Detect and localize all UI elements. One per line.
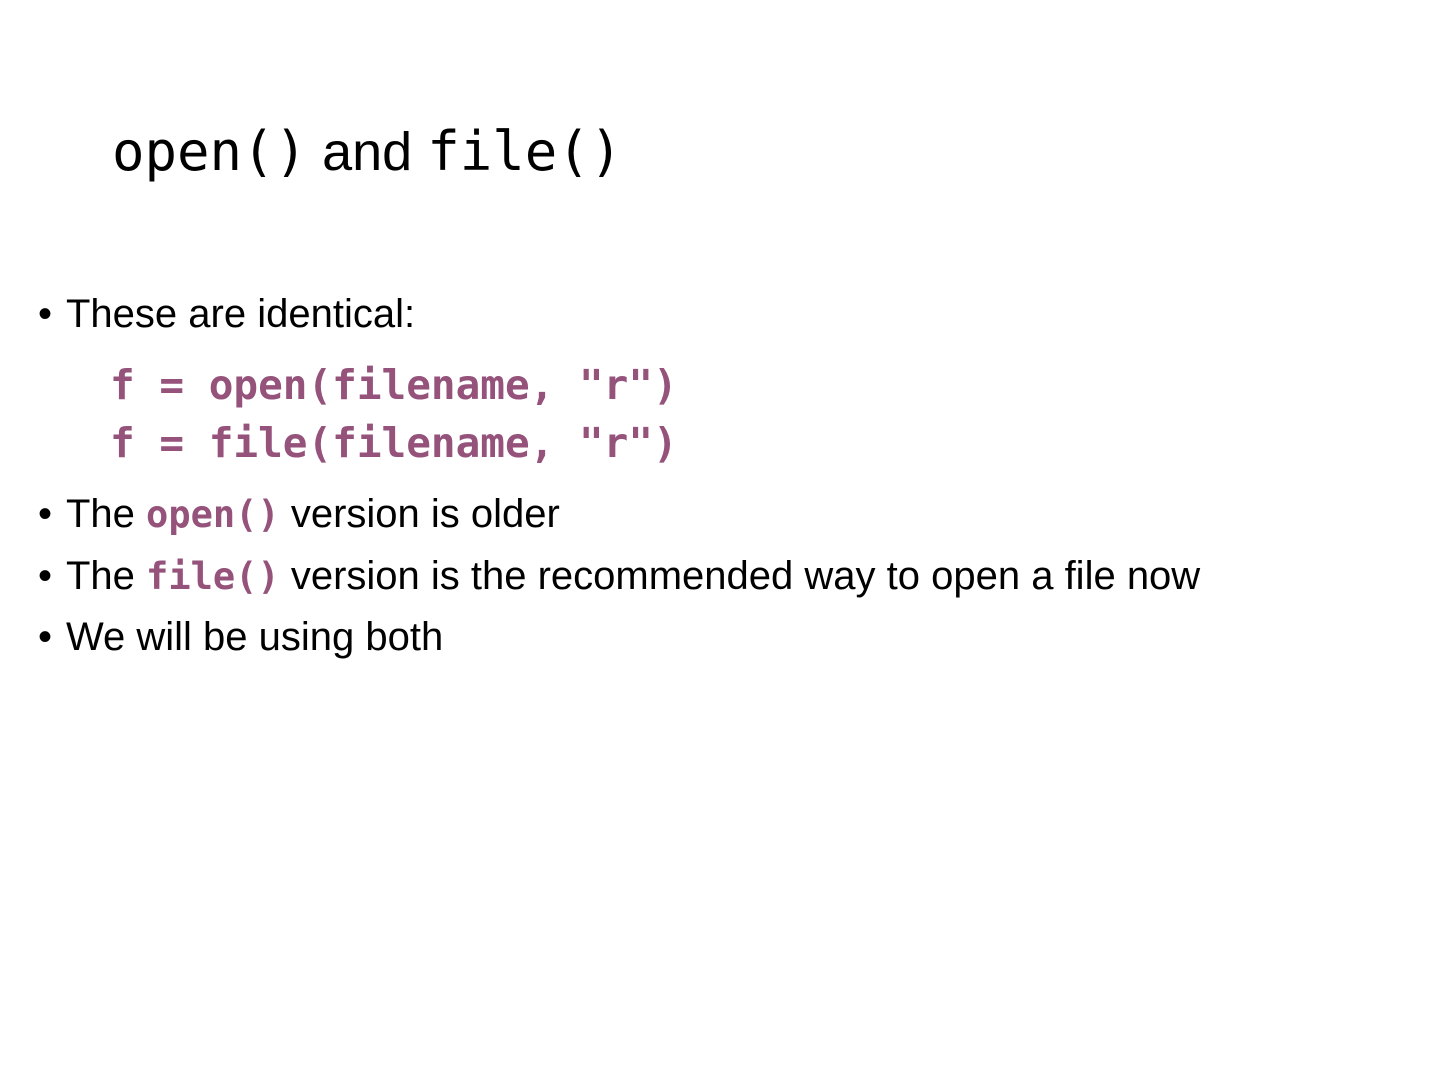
list-item-label: The file() version is the recommended wa… xyxy=(66,550,1358,604)
list-item-file-version-recommended: • The file() version is the recommended … xyxy=(38,550,1358,604)
list-item-label: These are identical: xyxy=(66,292,416,336)
bullet-icon: • xyxy=(38,492,53,537)
title-mono-open: open() xyxy=(112,120,308,183)
list-item-suffix: version is the recommended way to open a… xyxy=(279,553,1201,598)
bullet-icon: • xyxy=(38,553,53,598)
list-item-suffix: version is older xyxy=(279,492,560,537)
list-item-label: We will be using both xyxy=(66,615,444,660)
inline-code-open: open() xyxy=(146,493,280,537)
list-item-open-version-older: • The open() version is older xyxy=(38,488,1358,542)
list-item-these-are-identical: • These are identical: xyxy=(38,288,1358,342)
code-line-open: f = open(filename, "r") xyxy=(110,360,678,409)
list-item-prefix: The xyxy=(66,492,147,537)
list-item-label: The open() version is older xyxy=(66,488,1358,542)
title-conjunction: and xyxy=(307,122,428,182)
bullet-icon: • xyxy=(38,292,53,336)
title-mono-file: file() xyxy=(427,120,623,183)
list-item-we-will-be-using-both: • We will be using both xyxy=(38,611,1358,665)
bullet-list: • These are identical: f = open(filename… xyxy=(38,288,1358,673)
bullet-icon: • xyxy=(38,615,53,660)
inline-code-file: file() xyxy=(146,554,280,598)
code-line-file: f = file(filename, "r") xyxy=(110,418,678,467)
list-item-prefix: The xyxy=(66,553,147,598)
page-title: open() and file() xyxy=(112,118,1352,185)
